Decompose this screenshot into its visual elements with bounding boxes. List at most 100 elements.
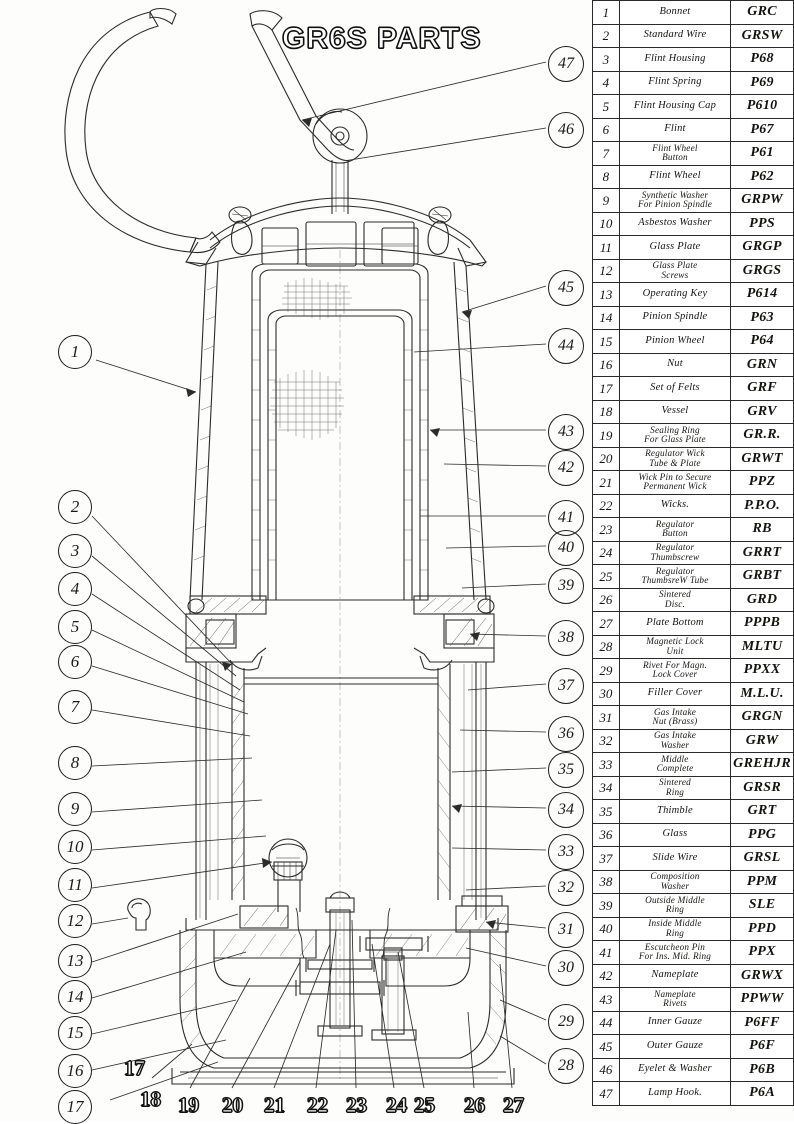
description-line: Thimble — [657, 804, 693, 816]
description-line: Inner Gauze — [647, 1016, 703, 1028]
callout-bubble-3[interactable]: 3 — [58, 534, 92, 568]
callout-bubble-39[interactable]: 39 — [548, 568, 584, 604]
callout-bubble-30[interactable]: 30 — [548, 950, 584, 986]
callout-bubble-46[interactable]: 46 — [548, 112, 584, 148]
callout-bubble-11[interactable]: 11 — [58, 868, 92, 902]
bottom-number-22[interactable]: 22 — [306, 1092, 328, 1117]
callout-bubble-8[interactable]: 8 — [58, 746, 92, 780]
part-description-cell: Glass — [618, 822, 732, 847]
bottom-number-18[interactable]: 18 — [139, 1086, 161, 1111]
outer-gauze — [251, 263, 429, 601]
callout-bubble-33[interactable]: 33 — [548, 834, 584, 870]
description-line: Rivets — [663, 998, 687, 1009]
callout-bubble-37[interactable]: 37 — [548, 668, 584, 704]
bottom-number-17[interactable]: 17 — [123, 1055, 145, 1080]
part-description-cell: Flint Spring — [618, 70, 732, 95]
description-line: Regulator Wick — [645, 448, 705, 459]
description-line: Flint Wheel — [649, 170, 701, 182]
part-number-cell: 16 — [592, 352, 620, 377]
callout-bubble-4[interactable]: 4 — [58, 572, 92, 606]
part-code-cell: GRSW — [730, 23, 794, 48]
description-line: ThumbsreW Tube — [641, 575, 709, 586]
description-line: Washer — [660, 739, 690, 750]
callout-bubble-28[interactable]: 28 — [548, 1048, 584, 1084]
description-line: Eyelet & Washer — [638, 1063, 712, 1075]
description-line: Ring — [665, 786, 685, 797]
callout-bubble-15[interactable]: 15 — [58, 1016, 92, 1050]
bottom-number-20[interactable]: 20 — [221, 1092, 243, 1117]
hook-eye — [312, 108, 368, 164]
callout-bubble-44[interactable]: 44 — [548, 328, 584, 364]
callout-bubble-45[interactable]: 45 — [548, 270, 584, 306]
bottom-number-25[interactable]: 25 — [413, 1092, 435, 1117]
description-line: Flint Housing — [644, 52, 706, 64]
callout-bubble-6[interactable]: 6 — [58, 645, 92, 679]
lamp-hook-shape — [64, 7, 221, 254]
part-number-cell: 19 — [592, 423, 620, 448]
description-line: Glass Plate — [652, 260, 698, 271]
description-line: Regulator — [655, 542, 695, 553]
callout-bubble-42[interactable]: 42 — [548, 450, 584, 486]
callout-bubble-31[interactable]: 31 — [548, 912, 584, 948]
description-line: Slide Wire — [652, 851, 698, 863]
callout-bubble-2[interactable]: 2 — [58, 490, 92, 524]
callout-bubble-14[interactable]: 14 — [58, 980, 92, 1014]
callout-bubble-7[interactable]: 7 — [58, 690, 92, 724]
part-code-cell: PPPB — [730, 611, 794, 636]
callout-bubble-40[interactable]: 40 — [548, 530, 584, 566]
callout-bubble-29[interactable]: 29 — [548, 1004, 584, 1040]
callout-bubble-43[interactable]: 43 — [548, 414, 584, 450]
bottom-number-27[interactable]: 27 — [502, 1092, 524, 1117]
bottom-number-21[interactable]: 21 — [263, 1092, 285, 1117]
callout-bubble-38[interactable]: 38 — [548, 620, 584, 656]
part-number-cell: 3 — [592, 47, 620, 72]
callout-bubble-36[interactable]: 36 — [548, 716, 584, 752]
part-number-cell: 36 — [592, 822, 620, 847]
callout-bubble-12[interactable]: 12 — [58, 904, 92, 938]
part-number-cell: 1 — [592, 0, 620, 25]
part-number-cell: 25 — [592, 564, 620, 589]
part-number-cell: 8 — [592, 164, 620, 189]
bottom-number-19[interactable]: 19 — [177, 1092, 199, 1117]
description-line: Gas Intake — [653, 730, 696, 741]
callout-bubble-9[interactable]: 9 — [58, 792, 92, 826]
callout-bubble-10[interactable]: 10 — [58, 830, 92, 864]
callout-bubble-35[interactable]: 35 — [548, 752, 584, 788]
magnetic-lock-unit — [239, 905, 391, 959]
callout-bubble-47[interactable]: 47 — [548, 46, 584, 82]
callout-bubble-16[interactable]: 16 — [58, 1054, 92, 1088]
callout-bubble-32[interactable]: 32 — [548, 870, 584, 906]
callout-bubble-5[interactable]: 5 — [58, 610, 92, 644]
bottom-number-24[interactable]: 24 — [385, 1092, 407, 1117]
bottom-number-23[interactable]: 23 — [345, 1092, 367, 1117]
callout-bubble-17[interactable]: 17 — [58, 1090, 92, 1124]
callout-bubble-1[interactable]: 1 — [58, 335, 92, 369]
part-number-cell: 2 — [592, 23, 620, 48]
description-line: Glass Plate — [649, 240, 701, 252]
callout-bubble-13[interactable]: 13 — [58, 944, 92, 978]
part-number-cell: 6 — [592, 117, 620, 142]
part-number-cell: 30 — [592, 681, 620, 706]
description-line: Asbestos Washer — [638, 217, 712, 229]
callout-bubble-34[interactable]: 34 — [548, 792, 584, 828]
bottom-number-26[interactable]: 26 — [463, 1092, 485, 1117]
